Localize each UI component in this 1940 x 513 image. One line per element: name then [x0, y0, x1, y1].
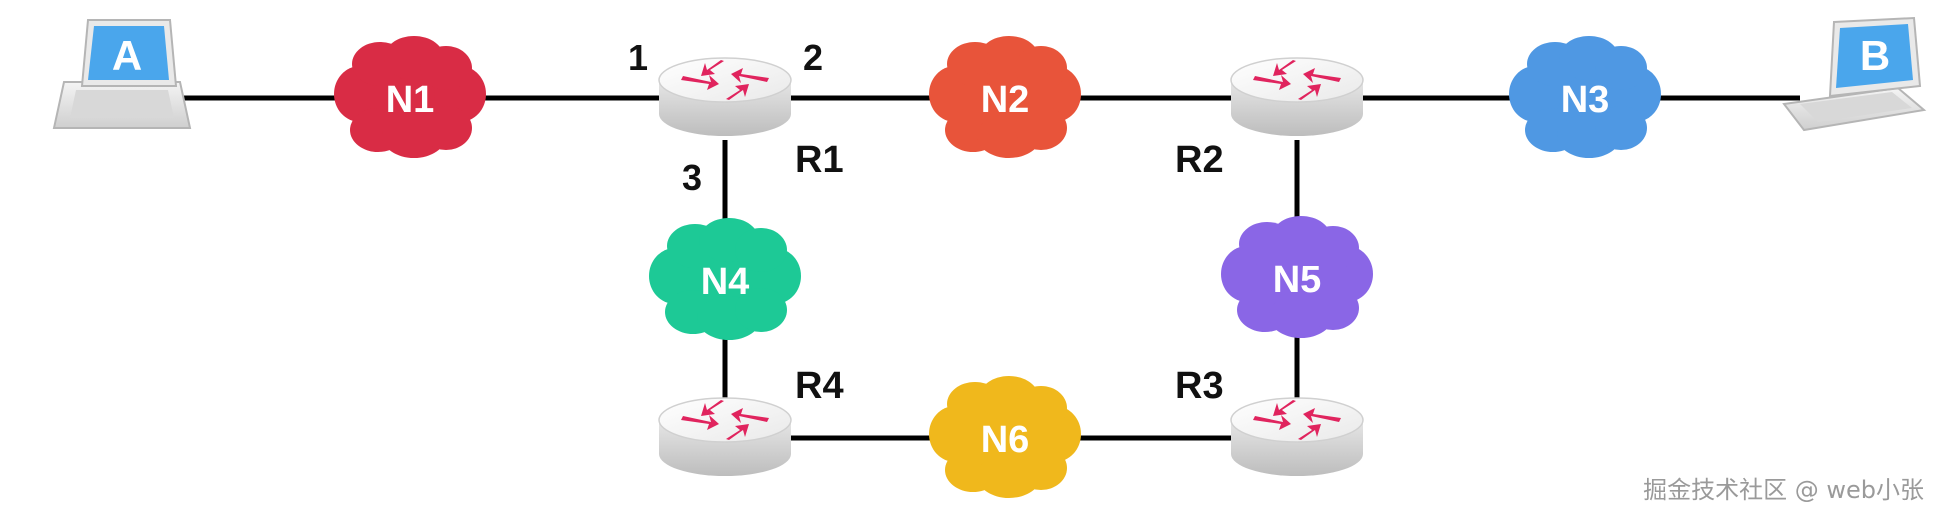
cloud-n6: N6 [929, 376, 1081, 498]
cloud-label-n1: N1 [386, 79, 435, 121]
cloud-shape-n3 [1509, 36, 1661, 158]
cloud-puff [1595, 46, 1647, 90]
cloud-puff [420, 46, 472, 90]
laptop-screen-a [88, 26, 169, 80]
cloud-label-n2: N2 [981, 79, 1030, 121]
cloud-n5: N5 [1221, 216, 1373, 338]
cloud-puff [1015, 46, 1067, 90]
laptop-icon-b: B [1782, 16, 1927, 132]
watermark: 掘金技术社区 @ web小张 [1643, 476, 1924, 504]
router-label-r4: R4 [795, 365, 844, 407]
router-icon-r1 [658, 57, 792, 136]
cloud-puff [735, 288, 787, 332]
endpoint-label-b: B [1860, 32, 1890, 79]
router-icon-r2 [1230, 57, 1364, 136]
router-label-r1: R1 [795, 139, 844, 181]
cloud-n1: N1 [334, 36, 486, 158]
laptop-screen-b [1836, 24, 1913, 88]
cloud-label-n5: N5 [1273, 259, 1322, 301]
cloud-shape-n4 [649, 218, 801, 340]
cloud-shape-n6 [929, 376, 1081, 498]
interface-label-2: 2 [803, 37, 823, 78]
endpoint-label-a: A [112, 32, 142, 79]
cloud-n3: N3 [1509, 36, 1661, 158]
cloud-label-n4: N4 [701, 261, 750, 303]
cloud-label-n3: N3 [1561, 79, 1610, 121]
cloud-shape-n1 [334, 36, 486, 158]
cloud-n4: N4 [649, 218, 801, 340]
router-label-r2: R2 [1175, 139, 1224, 181]
cloud-puff [1595, 106, 1647, 150]
cloud-puff [735, 228, 787, 272]
router-icon-r4 [658, 397, 792, 476]
cloud-puff [1307, 286, 1359, 330]
links [160, 95, 1800, 441]
cloud-puff [1015, 386, 1067, 430]
cloud-puff [420, 106, 472, 150]
cloud-puff [1307, 226, 1359, 270]
cloud-puff [1015, 106, 1067, 150]
cloud-shape-n2 [929, 36, 1081, 158]
interface-label-3: 3 [682, 157, 702, 198]
interface-label-1: 1 [628, 37, 648, 78]
router-icon-r3 [1230, 397, 1364, 476]
router-label-r3: R3 [1175, 365, 1224, 407]
cloud-puff [1015, 446, 1067, 490]
cloud-label-n6: N6 [981, 419, 1030, 461]
cloud-shape-n5 [1221, 216, 1373, 338]
cloud-n2: N2 [929, 36, 1081, 158]
laptop-icon-a: A [52, 19, 192, 129]
